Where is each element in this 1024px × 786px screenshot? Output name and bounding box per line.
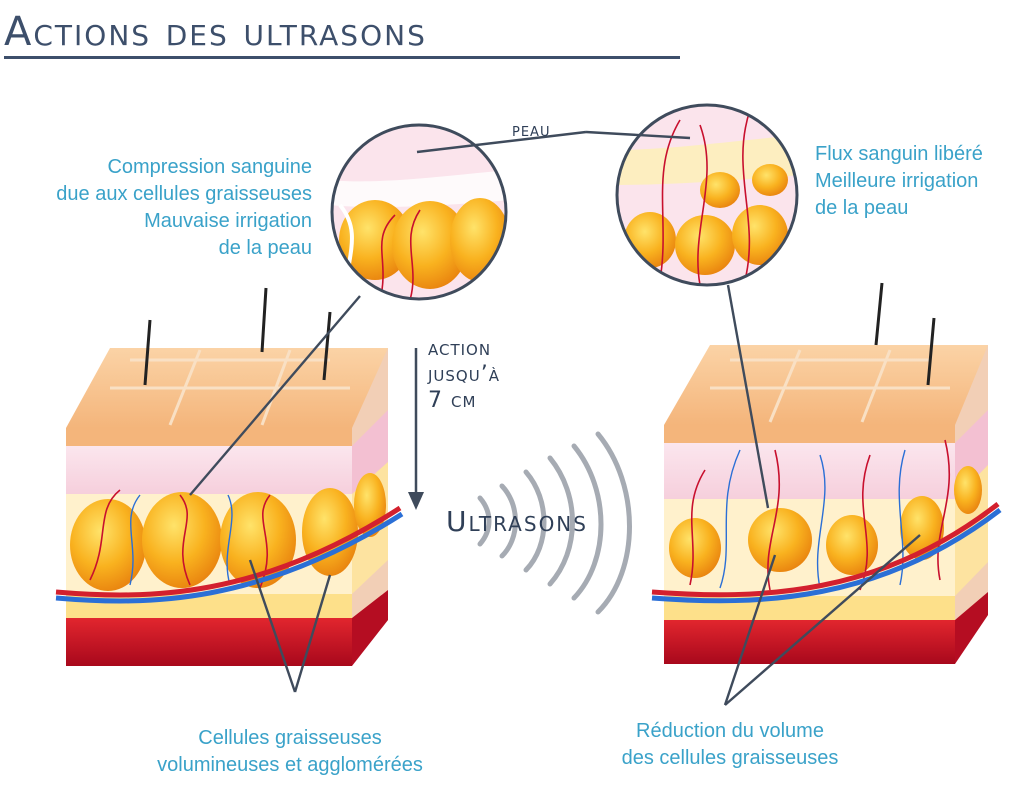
artery	[55, 505, 402, 598]
epidermis-top-after	[664, 345, 988, 425]
fat-cells-large	[70, 473, 386, 591]
caption-after-line: des cellules graisseuses	[621, 747, 839, 769]
artery-after	[651, 502, 1000, 598]
callout-after-line: Meilleure irrigation	[815, 170, 979, 192]
page-title: Actions des ultrasons	[4, 9, 427, 55]
label-depth-line: 7 cm	[428, 388, 477, 413]
vein	[55, 511, 404, 604]
skin-block-after	[651, 282, 1002, 664]
callout-before-line: de la peau	[218, 237, 312, 259]
callout-before-line: Mauvaise irrigation	[144, 210, 312, 232]
pointer-lines	[189, 130, 921, 706]
caption-after-line: Réduction du volume	[636, 720, 824, 742]
callout-before: Compression sanguine due aux cellules gr…	[56, 154, 312, 262]
callout-before-line: Compression sanguine	[107, 156, 312, 178]
title-underline	[4, 56, 680, 59]
hairs-after	[874, 282, 936, 386]
depth-arrow	[408, 348, 424, 510]
caption-before: Cellules graisseuses volumineuses et agg…	[100, 725, 480, 779]
caption-after: Réduction du volume des cellules graisse…	[560, 718, 900, 772]
dermis-layer	[66, 446, 352, 494]
magnifier-before	[330, 123, 508, 301]
label-depth: action jusqu’à 7 cm	[428, 336, 500, 414]
hairs	[143, 287, 332, 386]
caption-before-line: Cellules graisseuses	[198, 727, 382, 749]
callout-after-line: Flux sanguin libéré	[815, 143, 983, 165]
label-depth-line: action	[428, 336, 492, 361]
label-peau: peau	[512, 119, 551, 141]
callout-before-line: due aux cellules graisseuses	[56, 183, 312, 205]
label-ultrasons: Ultrasons	[446, 505, 588, 538]
label-depth-line: jusqu’à	[428, 362, 500, 387]
vein-after	[651, 508, 1002, 604]
dermis-layer-after	[664, 443, 955, 499]
callout-after: Flux sanguin libéré Meilleure irrigation…	[815, 141, 983, 222]
caption-before-line: volumineuses et agglomérées	[157, 754, 423, 776]
magnifier-after	[615, 103, 799, 287]
ultrasound-waves	[477, 431, 632, 615]
callout-after-line: de la peau	[815, 197, 909, 219]
muscle-layer-after	[664, 620, 955, 664]
skin-block-before	[55, 287, 404, 666]
